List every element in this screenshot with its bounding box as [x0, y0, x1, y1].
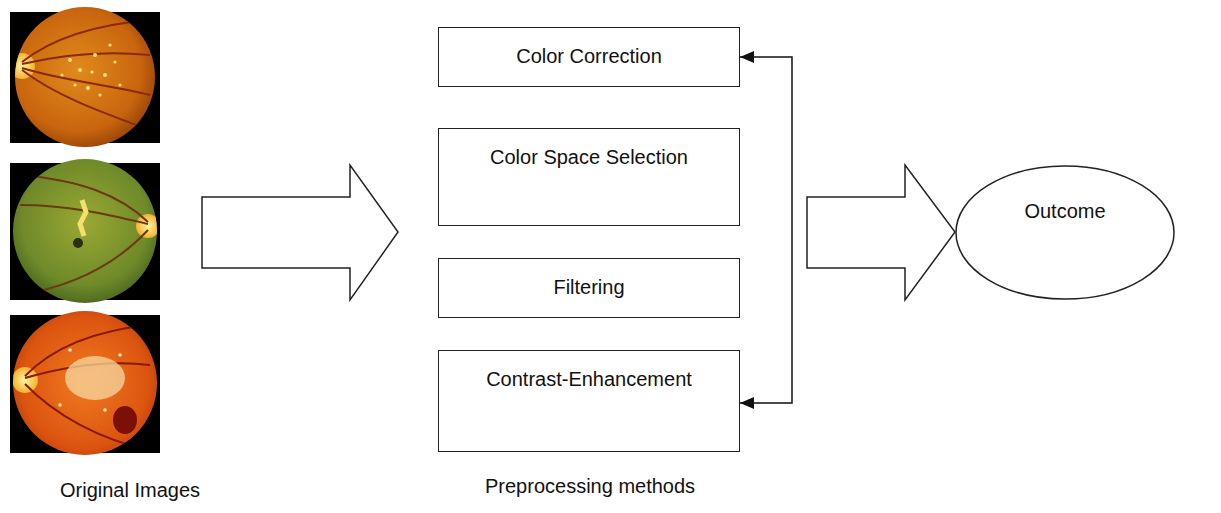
node-text: Color Space Selection [449, 145, 729, 169]
process-box: Color Correction [438, 27, 740, 87]
caption-label: Preprocessing methods [485, 474, 695, 498]
caption-label: Original Images [60, 478, 200, 502]
node-text: Outcome [965, 199, 1165, 223]
node-text: Filtering [449, 275, 729, 299]
node-text: Color Correction [449, 44, 729, 68]
process-box: Filtering [438, 258, 740, 318]
process-box: Color Space Selection [438, 128, 740, 226]
block-arrow [202, 165, 398, 300]
ellipse-outline [955, 165, 1175, 300]
outcome-ellipse: Outcome [955, 165, 1175, 300]
node-text: Contrast-Enhancement [449, 367, 729, 391]
block-arrow [807, 165, 955, 300]
arrow-head [740, 397, 754, 409]
arrow-head [740, 51, 754, 63]
process-box: Contrast-Enhancement [438, 350, 740, 452]
feedback-connector [740, 51, 792, 409]
